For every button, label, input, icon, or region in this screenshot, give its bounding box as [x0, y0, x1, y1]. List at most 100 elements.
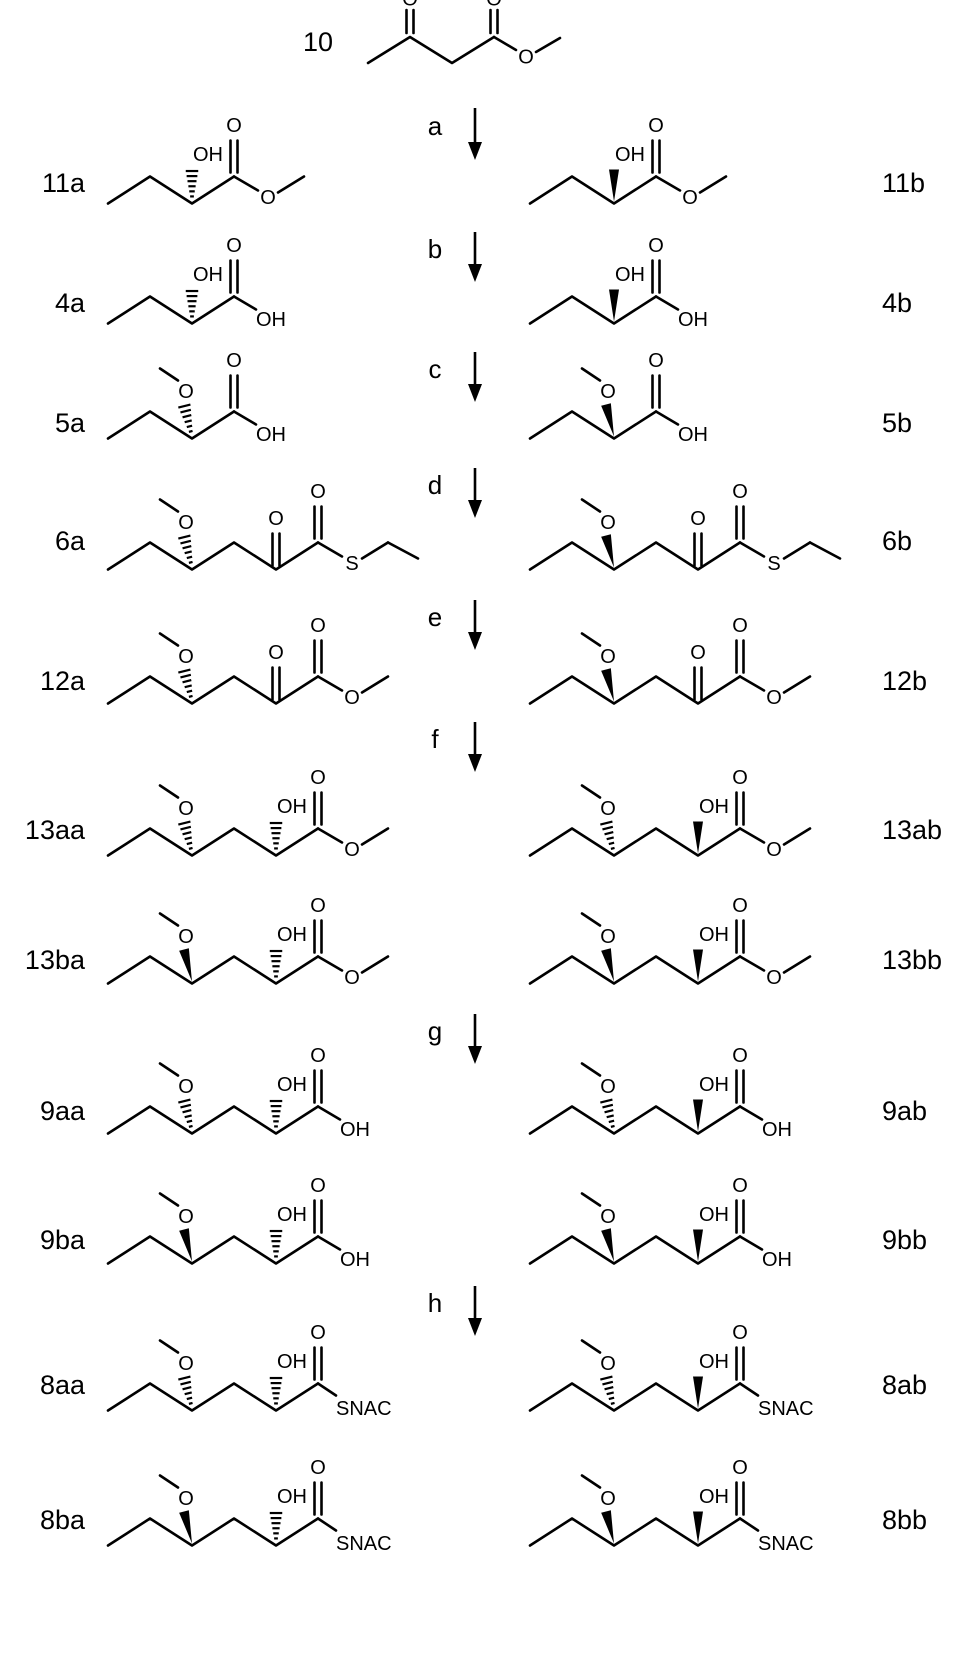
solid-wedge-bond: [693, 949, 703, 982]
step-label-e: e: [428, 602, 442, 632]
bond: [738, 1517, 760, 1532]
compound-label-13ba: 13ba: [25, 945, 86, 975]
compound-label-13aa: 13aa: [25, 815, 86, 845]
ester-oxygen: O: [344, 839, 360, 861]
carbonyl-oxygen: O: [310, 615, 326, 637]
hydroxyl-group: OH: [193, 264, 223, 286]
ester-carbonyl: [651, 259, 661, 294]
carbonyl-oxygen: O: [732, 481, 748, 503]
bond: [808, 541, 842, 560]
hashed-wedge-bond: [600, 820, 615, 850]
carbon-chain: [528, 1235, 742, 1265]
ester-oxygen: O: [344, 967, 360, 989]
bond: [386, 541, 420, 560]
ester-oxygen: O: [766, 839, 782, 861]
methyl-bond: [580, 1062, 602, 1077]
methoxy-oxygen: O: [600, 1076, 616, 1098]
solid-wedge-bond: [601, 403, 614, 437]
oxygen-atom: O: [268, 508, 284, 530]
ester-carbonyl: [735, 505, 745, 540]
ester-carbonyl: [651, 139, 661, 174]
hashed-wedge-bond: [178, 403, 193, 433]
methyl-bond: [782, 827, 812, 846]
compound-label-13ab: 13ab: [882, 815, 942, 845]
methoxy-oxygen: O: [178, 926, 194, 948]
hydroxyl-group: OH: [277, 1074, 307, 1096]
ester-carbonyl: [735, 1346, 745, 1381]
carbonyl-oxygen: O: [732, 1322, 748, 1344]
bond: [738, 675, 766, 692]
compound-label-6b: 6b: [882, 526, 912, 556]
ester-carbonyl: [489, 8, 499, 35]
acid-hydroxyl: OH: [678, 424, 708, 446]
carbonyl-oxygen: O: [732, 1457, 748, 1479]
ketone-carbonyl: [693, 532, 703, 567]
hydroxyl-group: OH: [699, 924, 729, 946]
bond: [316, 541, 344, 558]
carbonyl-oxygen: O: [732, 767, 748, 789]
methoxy-oxygen: O: [600, 1353, 616, 1375]
ester-carbonyl: [735, 639, 745, 674]
ester-oxygen: O: [682, 187, 698, 209]
carbonyl-oxygen: O: [732, 1045, 748, 1067]
ketone-carbonyl: [693, 666, 703, 701]
hydroxyl-group: OH: [277, 796, 307, 818]
oxygen-atom: O: [268, 642, 284, 664]
compound-label-9aa: 9aa: [40, 1096, 86, 1126]
ester-carbonyl: [313, 639, 323, 674]
oxygen-atom: O: [402, 0, 418, 10]
reaction-arrow-b: [468, 232, 482, 282]
carbon-chain: [528, 675, 742, 705]
snac-group: SNAC: [758, 1398, 814, 1420]
reaction-arrow-e: [468, 600, 482, 650]
solid-wedge-bond: [693, 1376, 703, 1409]
methoxy-oxygen: O: [178, 646, 194, 668]
methyl-bond: [580, 367, 602, 382]
compound-label-6a: 6a: [55, 526, 86, 556]
hashed-wedge-bond: [269, 1511, 283, 1540]
ester-carbonyl: [313, 1346, 323, 1381]
compound-10-structure: OOO: [366, 0, 562, 68]
methyl-bond: [580, 498, 602, 513]
methoxy-oxygen: O: [178, 798, 194, 820]
methyl-bond: [158, 367, 180, 382]
bond: [738, 1235, 764, 1251]
ester-carbonyl: [313, 791, 323, 826]
hydroxyl-group: OH: [277, 1204, 307, 1226]
methyl-bond: [158, 1192, 180, 1207]
carbon-chain: [528, 295, 658, 325]
reaction-arrow-d: [468, 468, 482, 518]
acid-hydroxyl: OH: [256, 309, 286, 331]
solid-wedge-bond: [609, 289, 619, 322]
snac-group: SNAC: [758, 1533, 814, 1555]
carbonyl-oxygen: O: [310, 1457, 326, 1479]
solid-wedge-bond: [601, 948, 614, 982]
ester-carbonyl: [313, 919, 323, 954]
solid-wedge-bond: [179, 948, 192, 982]
methyl-bond: [360, 827, 390, 846]
compound-label-5b: 5b: [882, 408, 912, 438]
acid-hydroxyl: OH: [762, 1249, 792, 1271]
methoxy-oxygen: O: [600, 381, 616, 403]
ester-carbonyl: [229, 139, 239, 174]
solid-wedge-bond: [179, 1228, 192, 1262]
carbonyl-oxygen: O: [310, 1045, 326, 1067]
hydroxyl-group: OH: [699, 1204, 729, 1226]
methyl-bond: [158, 1339, 180, 1354]
methyl-bond: [580, 912, 602, 927]
ester-carbonyl: [229, 259, 239, 294]
hashed-wedge-bond: [600, 1375, 615, 1405]
carbon-chain: [528, 1105, 742, 1135]
methyl-bond: [158, 912, 180, 927]
hashed-wedge-bond: [269, 1229, 283, 1258]
carbon-chain: [528, 955, 742, 985]
methoxy-oxygen: O: [178, 1488, 194, 1510]
compound-label-10: 10: [303, 27, 333, 57]
